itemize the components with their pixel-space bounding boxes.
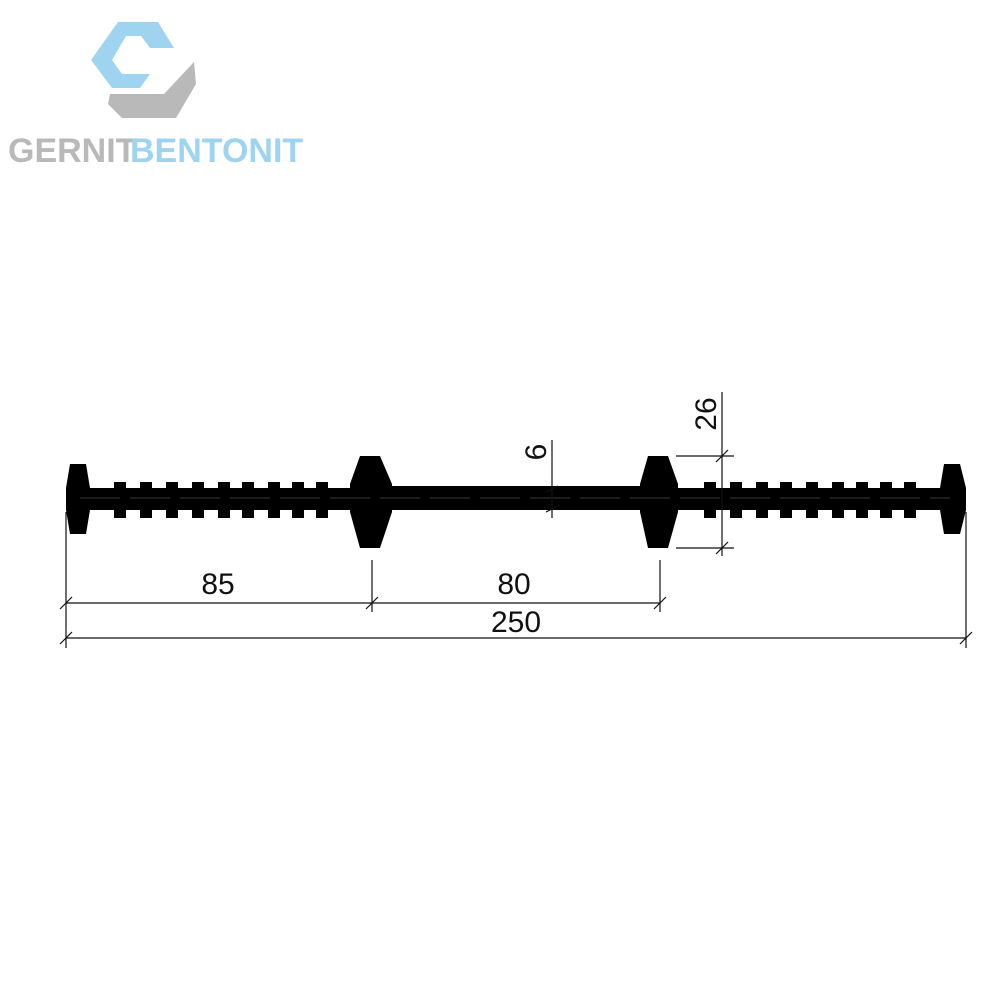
dimension-label-6: 6: [520, 444, 553, 461]
profile-end-bulb-left: [66, 464, 90, 534]
brand-word-gernit: GERNIT: [8, 132, 137, 170]
profile-bulb-right: [640, 456, 678, 548]
dimension-label-85: 85: [201, 568, 234, 601]
logo-mark-upper: [91, 22, 174, 88]
dimension-label-26: 26: [690, 397, 723, 430]
profile-bulb-left: [350, 456, 392, 548]
waterstop-profile: [66, 456, 966, 548]
dimension-label-80: 80: [497, 568, 530, 601]
hexagon-s-logo-icon: [91, 22, 196, 118]
dimension-labels: 85 80 250 6 26: [201, 397, 723, 639]
brand-word-bentonit: BENTONIT: [130, 132, 303, 170]
profile-ribs-left: [114, 482, 328, 518]
profile-end-bulb-right: [940, 464, 966, 534]
profile-ribs-right: [704, 482, 916, 518]
logo-mark-lower: [108, 62, 196, 118]
dimension-label-250: 250: [491, 606, 541, 639]
dimension-lines: [59, 392, 973, 648]
brand-logo: GERNIT BENTONIT: [8, 22, 303, 170]
